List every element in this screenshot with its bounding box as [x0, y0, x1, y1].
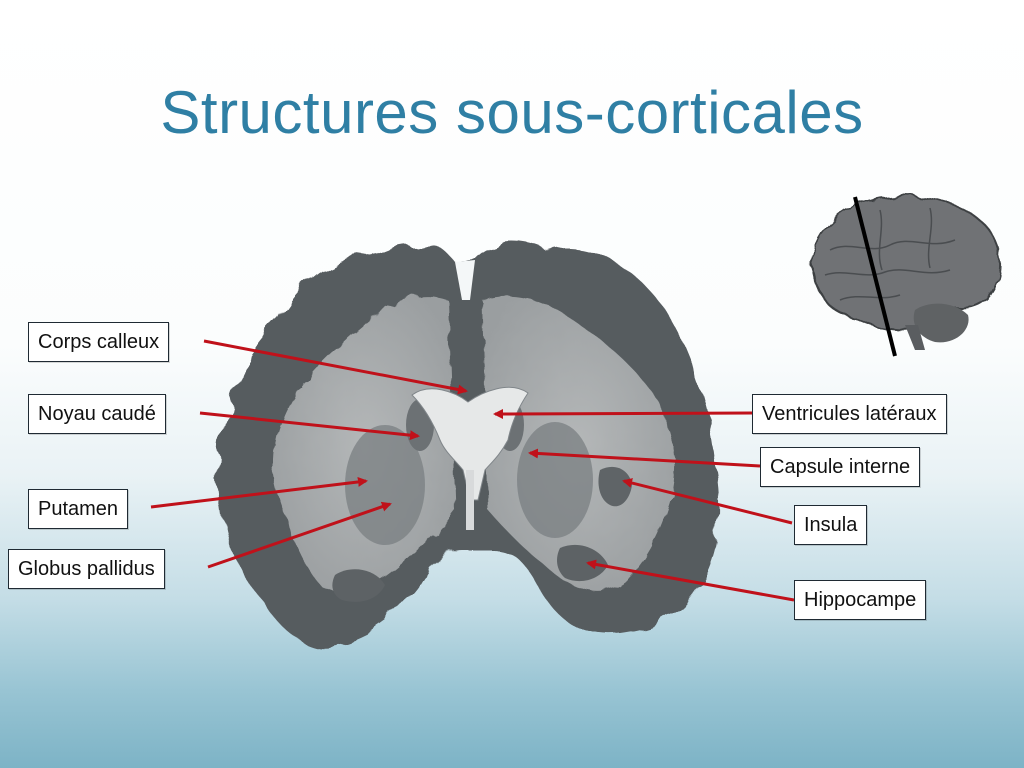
longitudinal-fissure — [455, 260, 475, 300]
arrow-hippocampe — [586, 559, 795, 602]
annotation-arrows — [150, 339, 795, 602]
label-noyau-caude: Noyau caudé — [28, 394, 166, 434]
insula-gyri-right — [598, 466, 632, 507]
label-globus-pallidus: Globus pallidus — [8, 549, 165, 589]
coronal-section-line — [853, 196, 897, 357]
label-capsule-interne: Capsule interne — [760, 447, 921, 487]
label-hippocampe: Hippocampe — [794, 580, 927, 620]
arrow-insula — [622, 478, 793, 525]
basal-ganglia-right — [517, 422, 593, 538]
arrow-ventricules-lateraux — [493, 408, 753, 419]
arrow-capsule-interne — [528, 448, 761, 468]
label-ventricules-lateraux: Ventricules latéraux — [752, 394, 947, 434]
hippocampus-left — [332, 569, 385, 602]
arrow-noyau-caude — [199, 411, 420, 441]
lateral-brain-view-icon — [810, 195, 1002, 357]
label-corps-calleux: Corps calleux — [28, 322, 170, 362]
arrow-putamen — [150, 476, 368, 509]
slide-title: Structures sous-corticales — [160, 79, 864, 146]
hippocampus-right — [557, 544, 608, 582]
third-ventricle — [466, 470, 474, 530]
label-putamen: Putamen — [28, 489, 129, 529]
arrow-corps-calleux — [203, 339, 468, 395]
basal-ganglia-left — [345, 425, 425, 545]
coronal-slice-image — [218, 242, 720, 646]
arrow-globus-pallidus — [207, 501, 392, 569]
label-insula: Insula — [794, 505, 868, 545]
